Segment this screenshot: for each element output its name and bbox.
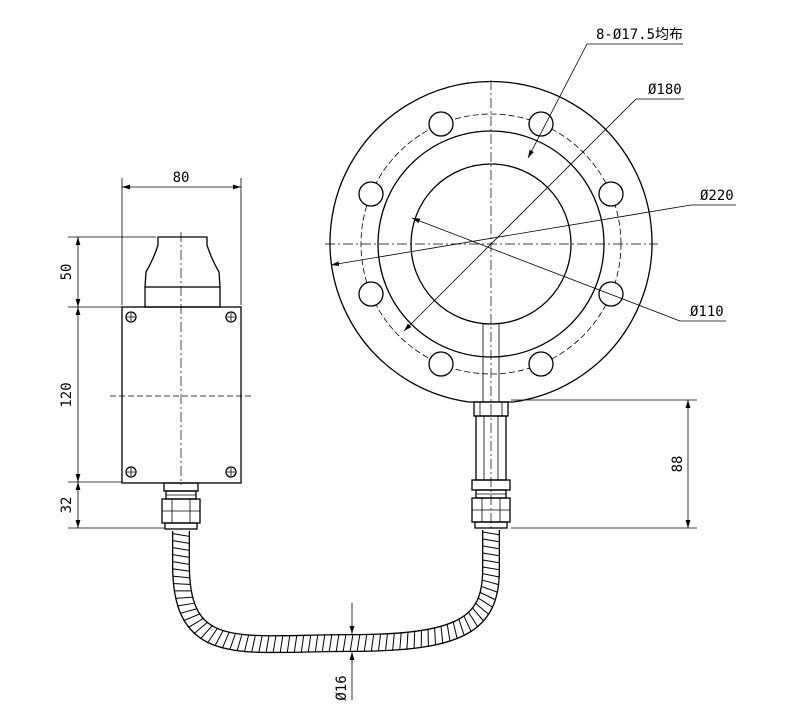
hose-rib: [434, 627, 437, 646]
hose-rib: [236, 633, 243, 652]
hose-rib: [481, 559, 501, 564]
hose-rib: [363, 633, 368, 652]
hose-rib: [446, 623, 451, 642]
bolt-hole: [428, 351, 454, 377]
enclosure-box: [121, 306, 242, 484]
hose-rib: [207, 627, 219, 644]
box-height-label: 120: [59, 382, 75, 407]
hose-rib: [171, 540, 191, 544]
antenna-height-label: 50: [59, 264, 75, 281]
hose-rib: [479, 591, 497, 601]
hose-rib: [214, 629, 224, 647]
hose-rib: [187, 617, 205, 629]
stem-height-label: 88: [670, 456, 686, 473]
hose-rib: [171, 547, 191, 551]
hose-rib: [183, 613, 201, 622]
hose-rib: [243, 634, 250, 653]
hose-rib: [477, 597, 494, 608]
hose-rib: [193, 621, 209, 635]
bolt-hole: [598, 281, 624, 307]
screws: [125, 311, 237, 478]
bolt-hole: [528, 111, 554, 137]
hose-rib: [481, 566, 501, 571]
hose-rib: [356, 633, 361, 653]
hose-rib: [177, 602, 196, 607]
d180-label: Ø180: [648, 82, 682, 98]
hose-rib: [265, 635, 270, 654]
hose-rib: [377, 633, 382, 652]
left-cable-gland: [161, 482, 201, 530]
hose-rib: [171, 533, 191, 537]
hose-rib: [458, 618, 465, 637]
hose-rib: [342, 633, 347, 653]
hose-rib: [406, 631, 409, 650]
bolt-hole: [358, 181, 384, 207]
bolt-hole: [598, 181, 624, 207]
bolt-hole: [428, 111, 454, 137]
hose-rib: [392, 632, 395, 651]
hose-rib: [279, 635, 284, 654]
hose-rib: [175, 596, 194, 599]
right-cable-gland: [471, 479, 511, 529]
hose-rib: [399, 632, 402, 651]
hose-rib: [413, 630, 416, 649]
hose-rib: [314, 634, 319, 653]
hose-rib: [272, 635, 277, 654]
flange-outer-outline: [329, 80, 653, 403]
hose-rib: [229, 632, 237, 651]
hose-diameter-label: Ø16: [334, 675, 350, 700]
hose-rib: [200, 624, 213, 640]
hose-rib: [335, 633, 340, 653]
flexible-hose: [171, 530, 501, 654]
hose-rib: [221, 631, 230, 649]
hose-rib: [172, 582, 192, 585]
hose-rib: [480, 585, 499, 593]
bolt-hole: [528, 351, 554, 377]
hose-rib: [481, 538, 501, 543]
hose-rib: [171, 561, 191, 565]
hose-rib: [179, 608, 198, 614]
antenna-cap: [144, 236, 221, 288]
hose-rib: [440, 625, 444, 644]
dimensions: 80 50 120 32 88 Ø16 8-Ø17.5均布 Ø180 Ø220: [59, 27, 736, 701]
bolt-holes: [358, 111, 624, 377]
hose-rib: [258, 634, 263, 654]
hose-rib: [172, 575, 191, 579]
box-width-label: 80: [173, 170, 190, 186]
hose-rib: [300, 634, 305, 653]
bolt-hole: [358, 281, 384, 307]
hose-rib: [463, 615, 472, 633]
hose-rib: [467, 611, 479, 628]
hose-rib: [481, 531, 501, 536]
hose-rib: [481, 552, 501, 557]
hose-rib: [481, 579, 500, 586]
hose-rib: [384, 633, 389, 652]
hose-rib: [481, 545, 501, 550]
hose-rib: [293, 634, 298, 654]
hose-rib: [471, 607, 485, 622]
hose-rib: [481, 573, 500, 578]
d220-label: Ø220: [700, 188, 734, 204]
hose-rib: [349, 633, 354, 653]
hose-rib: [251, 634, 256, 653]
gland-height-label: 32: [59, 497, 75, 514]
hose-rib: [171, 554, 191, 558]
hose-rib: [474, 602, 490, 616]
sensor-stem: [473, 401, 509, 530]
hose-rib: [452, 621, 458, 640]
hose-rib: [307, 634, 312, 653]
hose-rib: [370, 633, 375, 652]
holes-label: 8-Ø17.5均布: [596, 27, 683, 43]
transmitter-enclosure: [110, 232, 253, 485]
flange: [325, 80, 658, 405]
hose-rib: [171, 568, 191, 572]
hose-rib: [328, 634, 333, 653]
antenna-base: [144, 286, 221, 308]
d110-label: Ø110: [690, 304, 724, 320]
hose-rib: [286, 634, 291, 654]
hose-rib: [321, 634, 326, 653]
